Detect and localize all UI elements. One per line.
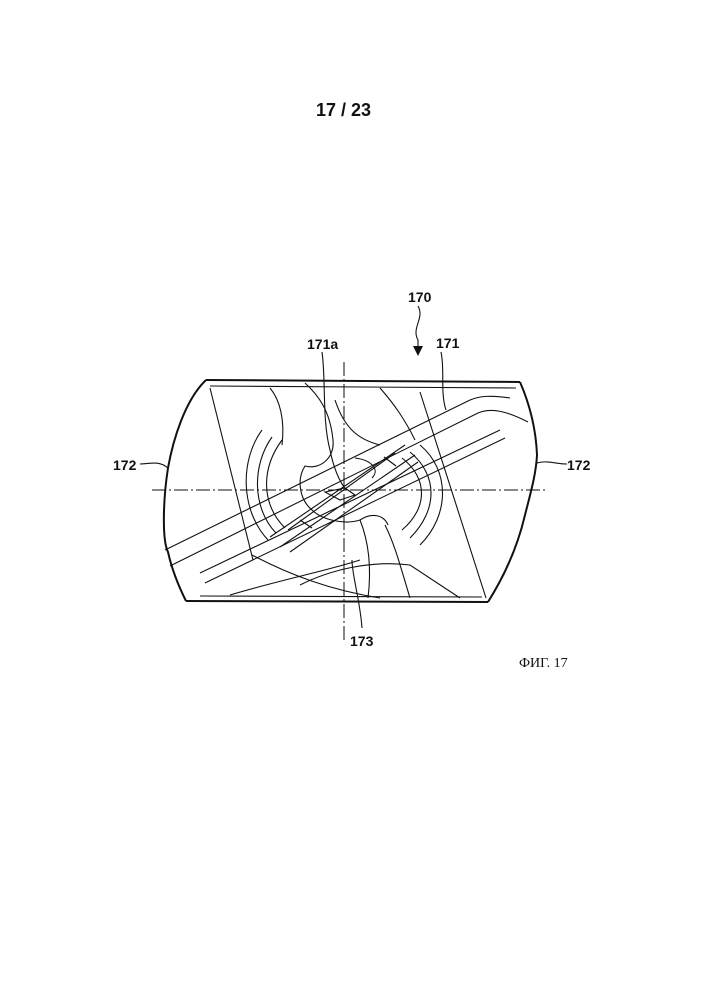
figure-caption: ФИГ. 17	[519, 656, 568, 672]
label-171: 171	[436, 335, 459, 351]
label-171a: 171a	[307, 336, 338, 352]
label-173: 173	[350, 633, 373, 649]
label-172-left: 172	[113, 457, 136, 473]
leader-lines	[140, 306, 567, 628]
edge-lines	[210, 388, 486, 598]
body-outline	[164, 380, 537, 602]
label-172-right: 172	[567, 457, 590, 473]
label-170: 170	[408, 289, 431, 305]
